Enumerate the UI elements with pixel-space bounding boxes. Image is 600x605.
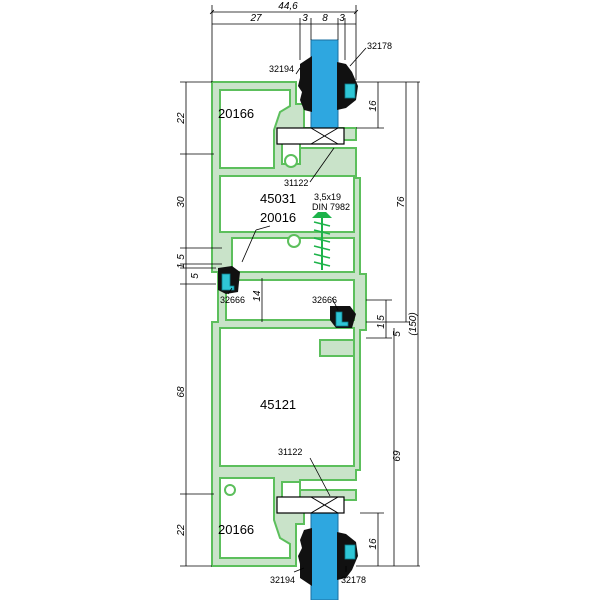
dim-right-1: 1	[376, 323, 387, 329]
dim-left-68: 68	[176, 386, 187, 398]
dim-left-22-top: 22	[176, 112, 187, 125]
dim-total-width: 44,6	[278, 1, 298, 12]
seal-32666-right	[330, 306, 356, 328]
gasket-32194-bottom	[298, 528, 312, 586]
screw-port-mid	[287, 234, 301, 248]
dim-right-5-2: 5	[392, 331, 403, 337]
dim-27: 27	[249, 13, 262, 24]
label-32178-top: 32178	[367, 41, 392, 51]
dim-3b: 3	[339, 13, 345, 24]
label-45031: 45031	[260, 191, 296, 206]
dim-right-16-bot: 16	[368, 538, 379, 550]
screw-3-5x19	[312, 212, 332, 270]
label-20166-top: 20166	[218, 106, 254, 121]
dim-left-5-2: 5	[190, 273, 201, 279]
seal-32666-left	[218, 266, 240, 294]
label-20166-bot: 20166	[218, 522, 254, 537]
glass-pane-bottom	[310, 511, 339, 601]
glass-pane-top	[310, 39, 339, 131]
dim-3a: 3	[302, 13, 308, 24]
dim-left-5-1: 5	[176, 254, 187, 260]
dim-right-16-top: 16	[368, 100, 379, 112]
chamber-45121-nib	[319, 339, 355, 357]
leader-lines	[227, 47, 367, 573]
glazing-block-top	[276, 127, 345, 145]
label-screw-size: 3,5x19	[314, 192, 341, 202]
dim-left-14: 14	[252, 290, 263, 302]
label-31122-top: 31122	[284, 178, 308, 188]
top-chamber	[219, 89, 291, 169]
label-31122-bot: 31122	[278, 447, 302, 457]
label-32194-top: 32194	[269, 64, 294, 74]
dim-right-76: 76	[396, 196, 407, 208]
label-45121: 45121	[260, 397, 296, 412]
dim-top	[209, 5, 359, 82]
dim-right-69: 69	[392, 450, 403, 462]
dim-right-5-1: 5	[376, 315, 387, 321]
glazing-block-bottom	[276, 496, 345, 514]
screw-port-top	[284, 154, 298, 168]
dim-8: 8	[322, 13, 328, 24]
chamber-45121	[219, 327, 355, 467]
bottom-chamber	[219, 477, 291, 559]
label-32666-right: 32666	[312, 295, 337, 305]
dim-left	[180, 81, 263, 567]
label-screw-din: DIN 7982	[312, 202, 350, 212]
label-20016: 20016	[260, 210, 296, 225]
dim-left-1-1: 1	[176, 263, 187, 269]
seal-insert-top	[344, 83, 356, 99]
label-32194-bot: 32194	[270, 575, 295, 585]
dim-right-150: (150)	[408, 312, 419, 335]
gasket-32194-top	[298, 56, 312, 112]
seal-insert-bottom	[344, 544, 356, 560]
dim-right	[356, 81, 420, 567]
label-32666-left: 32666	[220, 295, 245, 305]
label-32178-bot: 32178	[341, 575, 366, 585]
bottom-port	[224, 484, 236, 496]
dim-left-30: 30	[176, 196, 187, 208]
dim-left-22-bot: 22	[176, 524, 187, 537]
screw-channel-chamber	[231, 237, 355, 273]
